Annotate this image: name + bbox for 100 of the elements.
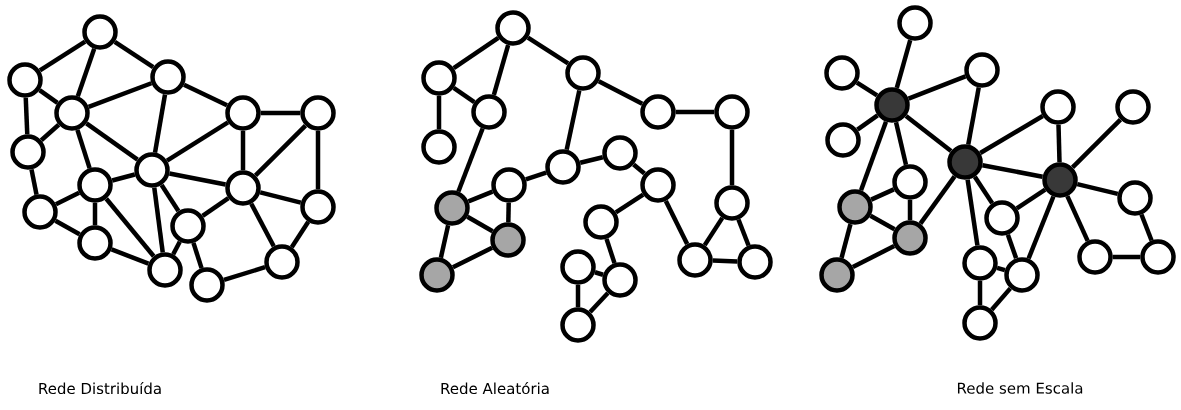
network-node bbox=[1042, 162, 1078, 198]
network-node bbox=[714, 185, 750, 221]
link-line bbox=[152, 94, 168, 153]
link-line bbox=[223, 265, 266, 282]
link-line bbox=[466, 214, 494, 234]
link-line bbox=[289, 220, 311, 249]
link-line bbox=[201, 196, 230, 218]
network-node bbox=[819, 257, 855, 293]
network-node bbox=[714, 94, 750, 130]
network-node bbox=[1040, 89, 1076, 125]
network-node bbox=[874, 87, 910, 123]
link-line bbox=[240, 130, 246, 171]
network-node bbox=[640, 94, 676, 130]
network-node bbox=[545, 149, 581, 185]
link-line bbox=[1139, 213, 1154, 242]
network-node bbox=[640, 167, 676, 203]
network-node bbox=[10, 134, 46, 170]
network-node bbox=[421, 129, 457, 165]
link-line bbox=[467, 189, 494, 204]
link-line bbox=[870, 187, 895, 202]
link-line bbox=[869, 213, 896, 232]
link-line bbox=[982, 163, 1043, 179]
network-node bbox=[421, 60, 457, 96]
network-node bbox=[491, 167, 527, 203]
link-line bbox=[856, 113, 879, 132]
network-node bbox=[170, 208, 206, 244]
network-node bbox=[737, 244, 773, 280]
link-line bbox=[54, 190, 81, 207]
link-line bbox=[526, 35, 570, 66]
network-node bbox=[837, 189, 873, 225]
network-node bbox=[1115, 89, 1151, 125]
link-line bbox=[165, 120, 230, 163]
network-node bbox=[560, 249, 596, 285]
link-line bbox=[171, 240, 182, 256]
network-node bbox=[300, 95, 336, 131]
link-line bbox=[894, 39, 913, 89]
link-line bbox=[168, 171, 227, 187]
link-line bbox=[855, 80, 879, 98]
network-node bbox=[264, 244, 300, 280]
link-line bbox=[259, 190, 302, 205]
link-line bbox=[436, 95, 442, 130]
link-line bbox=[29, 168, 39, 196]
network-node bbox=[892, 164, 928, 200]
network-node bbox=[962, 245, 998, 281]
link-line bbox=[452, 36, 500, 70]
network-node bbox=[77, 225, 113, 261]
link-line bbox=[1015, 187, 1047, 211]
network-node bbox=[7, 62, 43, 98]
link-line bbox=[736, 218, 751, 247]
network-node bbox=[22, 194, 58, 230]
network-node bbox=[602, 135, 638, 171]
link-line bbox=[491, 44, 511, 96]
link-line bbox=[675, 109, 715, 115]
network-node bbox=[964, 52, 1000, 88]
link-line bbox=[38, 88, 59, 105]
link-line bbox=[1076, 181, 1119, 197]
network-node bbox=[77, 167, 113, 203]
link-line bbox=[1065, 195, 1090, 242]
link-line bbox=[38, 39, 87, 73]
network-node bbox=[471, 94, 507, 130]
link-line bbox=[1112, 254, 1141, 260]
network-node bbox=[1077, 239, 1113, 275]
network-node bbox=[962, 305, 998, 341]
link-line bbox=[87, 81, 153, 109]
link-line bbox=[966, 87, 981, 145]
link-line bbox=[249, 202, 276, 248]
link-line bbox=[604, 238, 617, 264]
network-node bbox=[147, 252, 183, 288]
network-node bbox=[82, 14, 118, 50]
link-line bbox=[594, 270, 604, 277]
link-line bbox=[183, 82, 228, 108]
link-line bbox=[904, 114, 953, 153]
network-node bbox=[134, 152, 170, 188]
link-line bbox=[977, 280, 983, 306]
link-line bbox=[159, 183, 181, 213]
network-node bbox=[490, 222, 526, 258]
link-line bbox=[965, 179, 980, 246]
network-node bbox=[1004, 257, 1040, 293]
link-line bbox=[893, 121, 909, 166]
network-node bbox=[225, 170, 261, 206]
link-line bbox=[438, 224, 451, 259]
link-line bbox=[729, 129, 735, 186]
link-line bbox=[85, 121, 139, 162]
link-line bbox=[851, 244, 896, 269]
link-line bbox=[588, 291, 610, 314]
network-node bbox=[1117, 180, 1153, 216]
link-line bbox=[972, 175, 995, 205]
link-line bbox=[702, 216, 725, 247]
network-node bbox=[300, 189, 336, 225]
link-line bbox=[990, 286, 1012, 312]
network-node bbox=[677, 242, 713, 278]
network-node bbox=[54, 95, 90, 131]
link-line bbox=[506, 202, 511, 223]
link-line bbox=[1070, 117, 1123, 170]
network-node bbox=[434, 190, 470, 226]
link-line bbox=[858, 120, 889, 192]
link-line bbox=[839, 223, 853, 259]
link-line bbox=[907, 199, 913, 221]
link-line bbox=[75, 129, 92, 169]
network-node bbox=[1140, 239, 1176, 275]
